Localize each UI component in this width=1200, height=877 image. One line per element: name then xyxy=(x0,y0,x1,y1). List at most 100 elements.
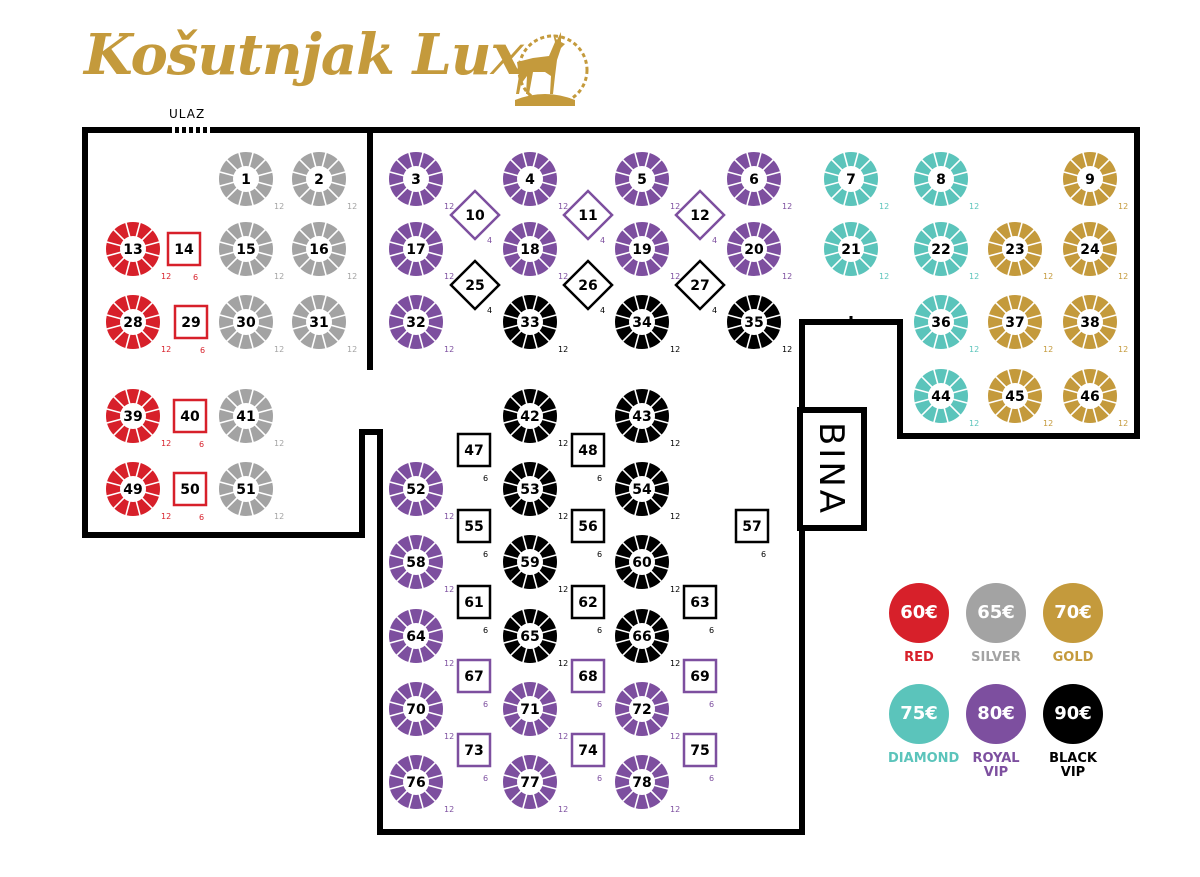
table-62[interactable]: 626 xyxy=(570,584,606,635)
table-number: 16 xyxy=(309,242,328,258)
table-25[interactable]: 254 xyxy=(449,259,501,315)
table-center xyxy=(928,166,954,192)
category-label: GOLD xyxy=(1052,650,1094,665)
table-26[interactable]: 264 xyxy=(562,259,614,315)
table-capacity: 6 xyxy=(597,474,602,483)
table-9[interactable]: 912 xyxy=(1062,151,1128,211)
table-73[interactable]: 736 xyxy=(456,732,492,783)
table-capacity: 12 xyxy=(670,732,680,741)
table-number: 60 xyxy=(632,555,652,571)
table-69[interactable]: 696 xyxy=(682,658,718,709)
table-67[interactable]: 676 xyxy=(456,658,492,709)
table-27[interactable]: 274 xyxy=(674,259,726,315)
table-57[interactable]: 576 xyxy=(734,508,770,559)
table-2[interactable]: 212 xyxy=(291,151,357,211)
table-56[interactable]: 566 xyxy=(570,508,606,559)
table-68[interactable]: 686 xyxy=(570,658,606,709)
table-5[interactable]: 512 xyxy=(614,151,680,211)
table-75[interactable]: 756 xyxy=(682,732,718,783)
table-63[interactable]: 636 xyxy=(682,584,718,635)
table-48[interactable]: 486 xyxy=(570,432,606,483)
table-14[interactable]: 146 xyxy=(166,231,202,282)
table-6[interactable]: 612 xyxy=(726,151,792,211)
table-50[interactable]: 506 xyxy=(172,471,208,522)
table-8[interactable]: 812 xyxy=(913,151,979,211)
square-table-shape xyxy=(570,432,606,468)
table-10[interactable]: 104 xyxy=(449,189,501,245)
table-capacity: 6 xyxy=(483,550,488,559)
table-capacity: 12 xyxy=(670,202,680,211)
table-capacity: 12 xyxy=(558,659,568,668)
table-center xyxy=(120,309,146,335)
table-capacity: 6 xyxy=(709,774,714,783)
table-4[interactable]: 412 xyxy=(502,151,568,211)
table-29[interactable]: 296 xyxy=(173,304,209,355)
table-capacity: 12 xyxy=(1043,345,1053,354)
diamond-table-shape xyxy=(674,189,726,241)
price-badge: 75€ xyxy=(889,684,949,744)
table-40[interactable]: 406 xyxy=(172,398,208,449)
table-number: 61 xyxy=(464,595,483,611)
table-1[interactable]: 112 xyxy=(218,151,284,211)
table-center xyxy=(629,309,655,335)
table-12[interactable]: 124 xyxy=(674,189,726,245)
table-number: 47 xyxy=(464,443,483,459)
table-center xyxy=(629,403,655,429)
square-table-shape xyxy=(456,584,492,620)
table-55[interactable]: 556 xyxy=(456,508,492,559)
table-61[interactable]: 616 xyxy=(456,584,492,635)
table-47[interactable]: 476 xyxy=(456,432,492,483)
table-7[interactable]: 712 xyxy=(823,151,889,211)
table-capacity: 12 xyxy=(782,272,792,281)
table-74[interactable]: 746 xyxy=(570,732,606,783)
table-3[interactable]: 312 xyxy=(388,151,454,211)
square-table-shape xyxy=(166,231,202,267)
table-11[interactable]: 114 xyxy=(562,189,614,245)
